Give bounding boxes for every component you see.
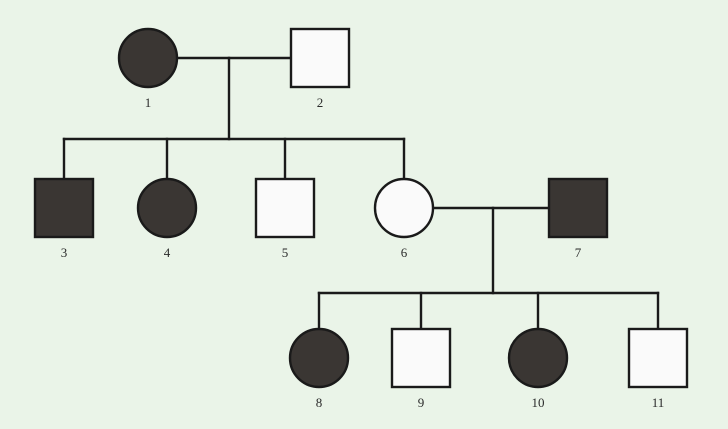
individual-7[interactable]: 7: [547, 177, 609, 260]
individual-9-square[interactable]: [390, 327, 452, 389]
individual-1[interactable]: 1: [117, 27, 179, 110]
connector-lines: [62, 56, 660, 331]
individual-8[interactable]: 8: [288, 327, 350, 410]
individual-10-label: 10: [532, 395, 545, 410]
individual-5-square[interactable]: [254, 177, 316, 239]
individual-3[interactable]: 3: [33, 177, 95, 260]
individual-2-label: 2: [317, 95, 324, 110]
individual-1-circle[interactable]: [117, 27, 179, 89]
individual-11-label: 11: [652, 395, 665, 410]
individual-3-label: 3: [61, 245, 68, 260]
individual-5-label: 5: [282, 245, 289, 260]
individual-6-circle[interactable]: [373, 177, 435, 239]
individual-4[interactable]: 4: [136, 177, 198, 260]
individual-10[interactable]: 10: [507, 327, 569, 410]
individual-9[interactable]: 9: [390, 327, 452, 410]
generation-2: 3 4 5 6 7: [33, 177, 609, 260]
individual-4-label: 4: [164, 245, 171, 260]
individual-5[interactable]: 5: [254, 177, 316, 260]
individual-6-label: 6: [401, 245, 408, 260]
individual-4-circle[interactable]: [136, 177, 198, 239]
individual-7-label: 7: [575, 245, 582, 260]
individual-2[interactable]: 2: [289, 27, 351, 110]
individual-6[interactable]: 6: [373, 177, 435, 260]
individual-7-square[interactable]: [547, 177, 609, 239]
individual-8-label: 8: [316, 395, 323, 410]
individual-11[interactable]: 11: [627, 327, 689, 410]
individual-2-square[interactable]: [289, 27, 351, 89]
individual-3-square[interactable]: [33, 177, 95, 239]
individual-11-square[interactable]: [627, 327, 689, 389]
individual-10-circle[interactable]: [507, 327, 569, 389]
individual-1-label: 1: [145, 95, 152, 110]
generation-3: 8 9 10 11: [288, 327, 689, 410]
individual-8-circle[interactable]: [288, 327, 350, 389]
generation-1: 1 2: [117, 27, 351, 110]
individual-9-label: 9: [418, 395, 425, 410]
